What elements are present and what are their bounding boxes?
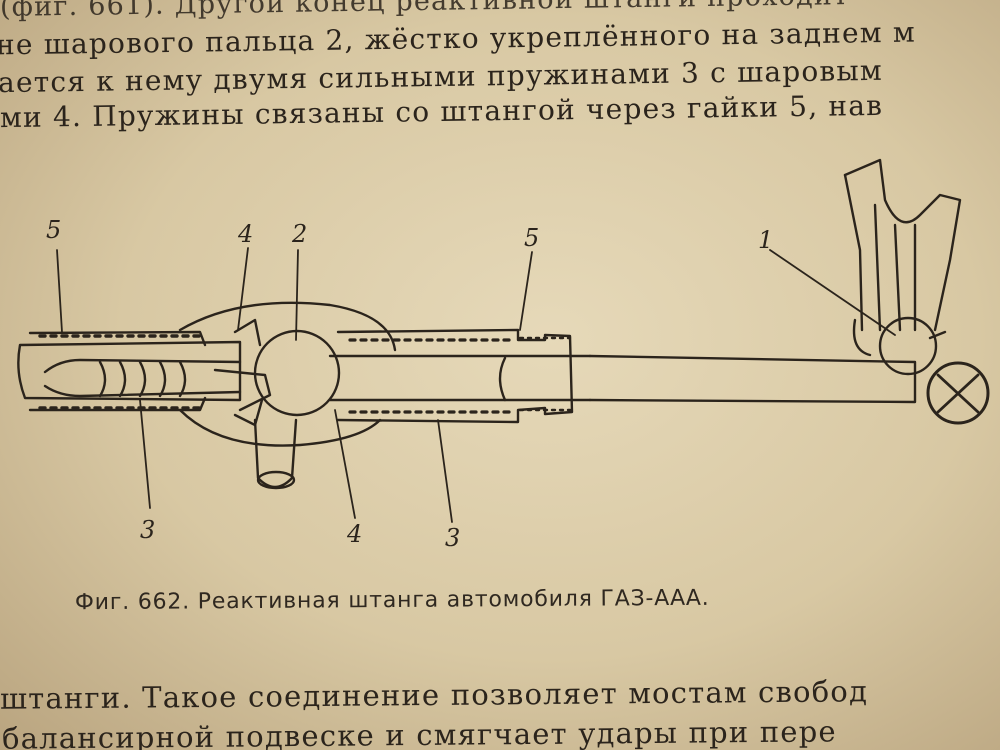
callout-1: 1 — [758, 226, 773, 254]
right-spring-sleeve — [336, 328, 574, 424]
callout-4-bottom: 4 — [346, 520, 362, 548]
callout-2: 2 — [291, 220, 307, 248]
rod-fork-end — [843, 158, 990, 425]
callout-3-right: 3 — [445, 524, 460, 552]
reaction-rod-drawing: 5 4 2 5 1 3 4 3 — [17, 158, 990, 552]
figure-caption: Фиг. 662. Реактивная штанга автомобиля Г… — [74, 585, 710, 616]
callout-5-right: 5 — [524, 224, 539, 252]
callout-5-left: 5 — [46, 216, 61, 244]
leader-lines — [56, 247, 896, 523]
callout-3-left: 3 — [140, 516, 155, 544]
left-spring-sleeve — [17, 330, 272, 412]
text-line-5: штанги. Такое соединение позволяет моста… — [0, 674, 869, 716]
text-line-6: балансирной подвеске и смягчает удары пр… — [1, 714, 837, 750]
rod-shaft — [328, 354, 917, 404]
callout-4-top: 4 — [237, 220, 253, 248]
